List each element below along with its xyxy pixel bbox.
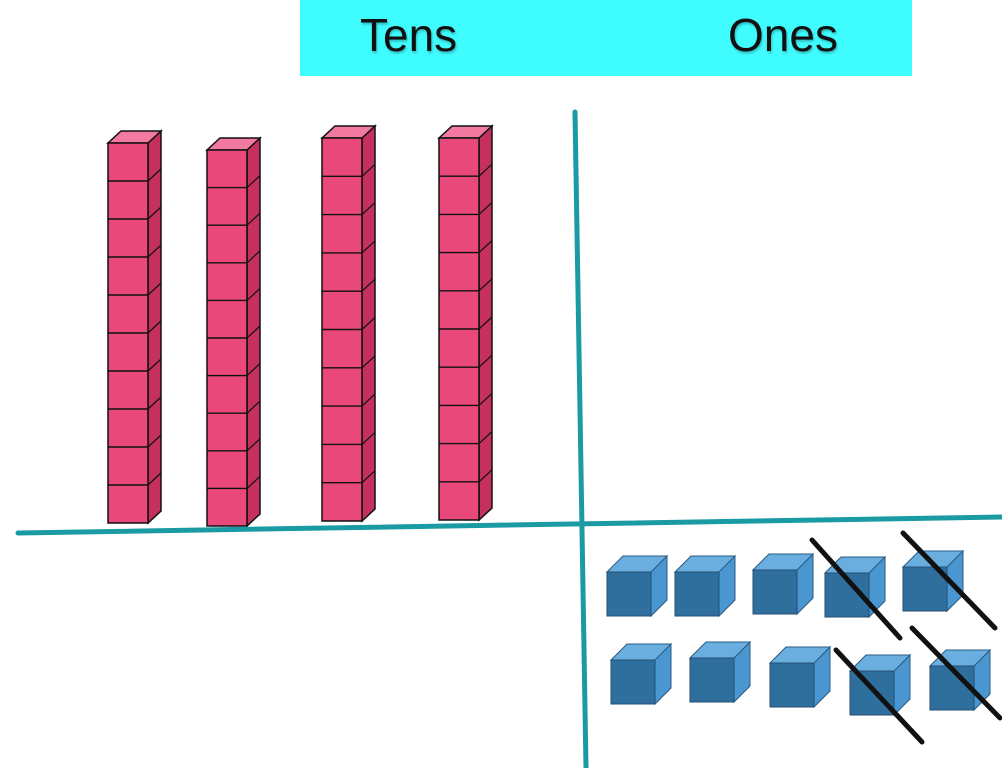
rod-unit-edge xyxy=(361,163,376,177)
rod-unit-edge xyxy=(478,392,493,406)
tens-rod xyxy=(320,124,377,523)
rod-unit-edge xyxy=(147,396,162,410)
rod-unit-edge xyxy=(361,202,376,216)
vertical-divider-line xyxy=(572,109,589,768)
rod-unit-edge xyxy=(478,431,493,445)
rod-unit-edge xyxy=(478,469,493,483)
rod-unit-edge xyxy=(361,431,376,445)
cube-front-face xyxy=(606,571,652,617)
cross-out-stroke xyxy=(900,530,998,631)
ones-header-label: Ones xyxy=(728,9,838,61)
rod-unit-edge xyxy=(147,206,162,220)
tens-rods-group xyxy=(106,124,494,528)
cube-front-face xyxy=(752,569,798,615)
rod-unit-edge xyxy=(246,400,261,414)
rod-unit-edge xyxy=(478,278,493,292)
rod-unit-edge xyxy=(147,434,162,448)
rod-unit-edge xyxy=(361,393,376,407)
cube-front-face xyxy=(610,659,656,705)
rod-unit-edge xyxy=(361,317,376,330)
rod-unit-edge xyxy=(246,287,261,301)
rod-unit-edge xyxy=(478,163,493,177)
rod-unit-edge xyxy=(361,240,376,254)
ones-cube xyxy=(901,549,965,613)
ones-cube xyxy=(768,645,832,709)
rod-unit-edge xyxy=(147,168,162,182)
tens-header-label: Tens xyxy=(360,9,458,61)
cross-out-stroke xyxy=(833,647,925,745)
horizontal-divider-line xyxy=(15,514,1002,536)
ones-cube xyxy=(609,642,673,706)
ones-cube xyxy=(848,653,912,717)
rod-unit-edge xyxy=(361,278,376,292)
crossed-out-marks xyxy=(809,530,1002,745)
place-value-dividers xyxy=(15,109,1002,768)
ones-cube xyxy=(673,554,737,618)
rod-unit-edge xyxy=(147,320,162,334)
rod-unit-edge xyxy=(246,250,261,264)
ones-cube xyxy=(605,554,669,618)
rod-unit-edge xyxy=(246,212,261,226)
rod-unit-edge xyxy=(478,201,493,215)
rod-unit-edge xyxy=(246,475,261,489)
place-value-header: Tens Ones xyxy=(300,0,912,76)
rod-unit-edge xyxy=(361,355,376,369)
cube-front-face xyxy=(689,657,735,703)
ones-cube xyxy=(688,640,752,704)
rod-unit-edge xyxy=(246,438,261,452)
rod-unit-edge xyxy=(478,240,493,254)
cube-front-face xyxy=(769,662,815,708)
tens-rod xyxy=(106,129,163,525)
rod-unit-edge xyxy=(147,358,162,372)
rod-unit-edge xyxy=(246,325,261,339)
rod-unit-edge xyxy=(147,472,162,486)
ones-cubes-group xyxy=(605,549,992,717)
rod-unit-edge xyxy=(478,316,493,330)
rod-unit-edge xyxy=(246,363,261,377)
ones-cube xyxy=(751,552,815,616)
cube-front-face xyxy=(674,571,720,617)
rod-unit-edge xyxy=(478,354,493,368)
cross-out-stroke xyxy=(909,625,1002,721)
rod-unit-edge xyxy=(246,175,261,189)
rod-unit-edge xyxy=(361,470,376,484)
cross-out-stroke xyxy=(809,537,903,641)
rod-unit-edge xyxy=(147,282,162,296)
tens-rod xyxy=(205,136,262,528)
tens-rod xyxy=(437,124,494,522)
rod-unit-edge xyxy=(147,244,162,258)
